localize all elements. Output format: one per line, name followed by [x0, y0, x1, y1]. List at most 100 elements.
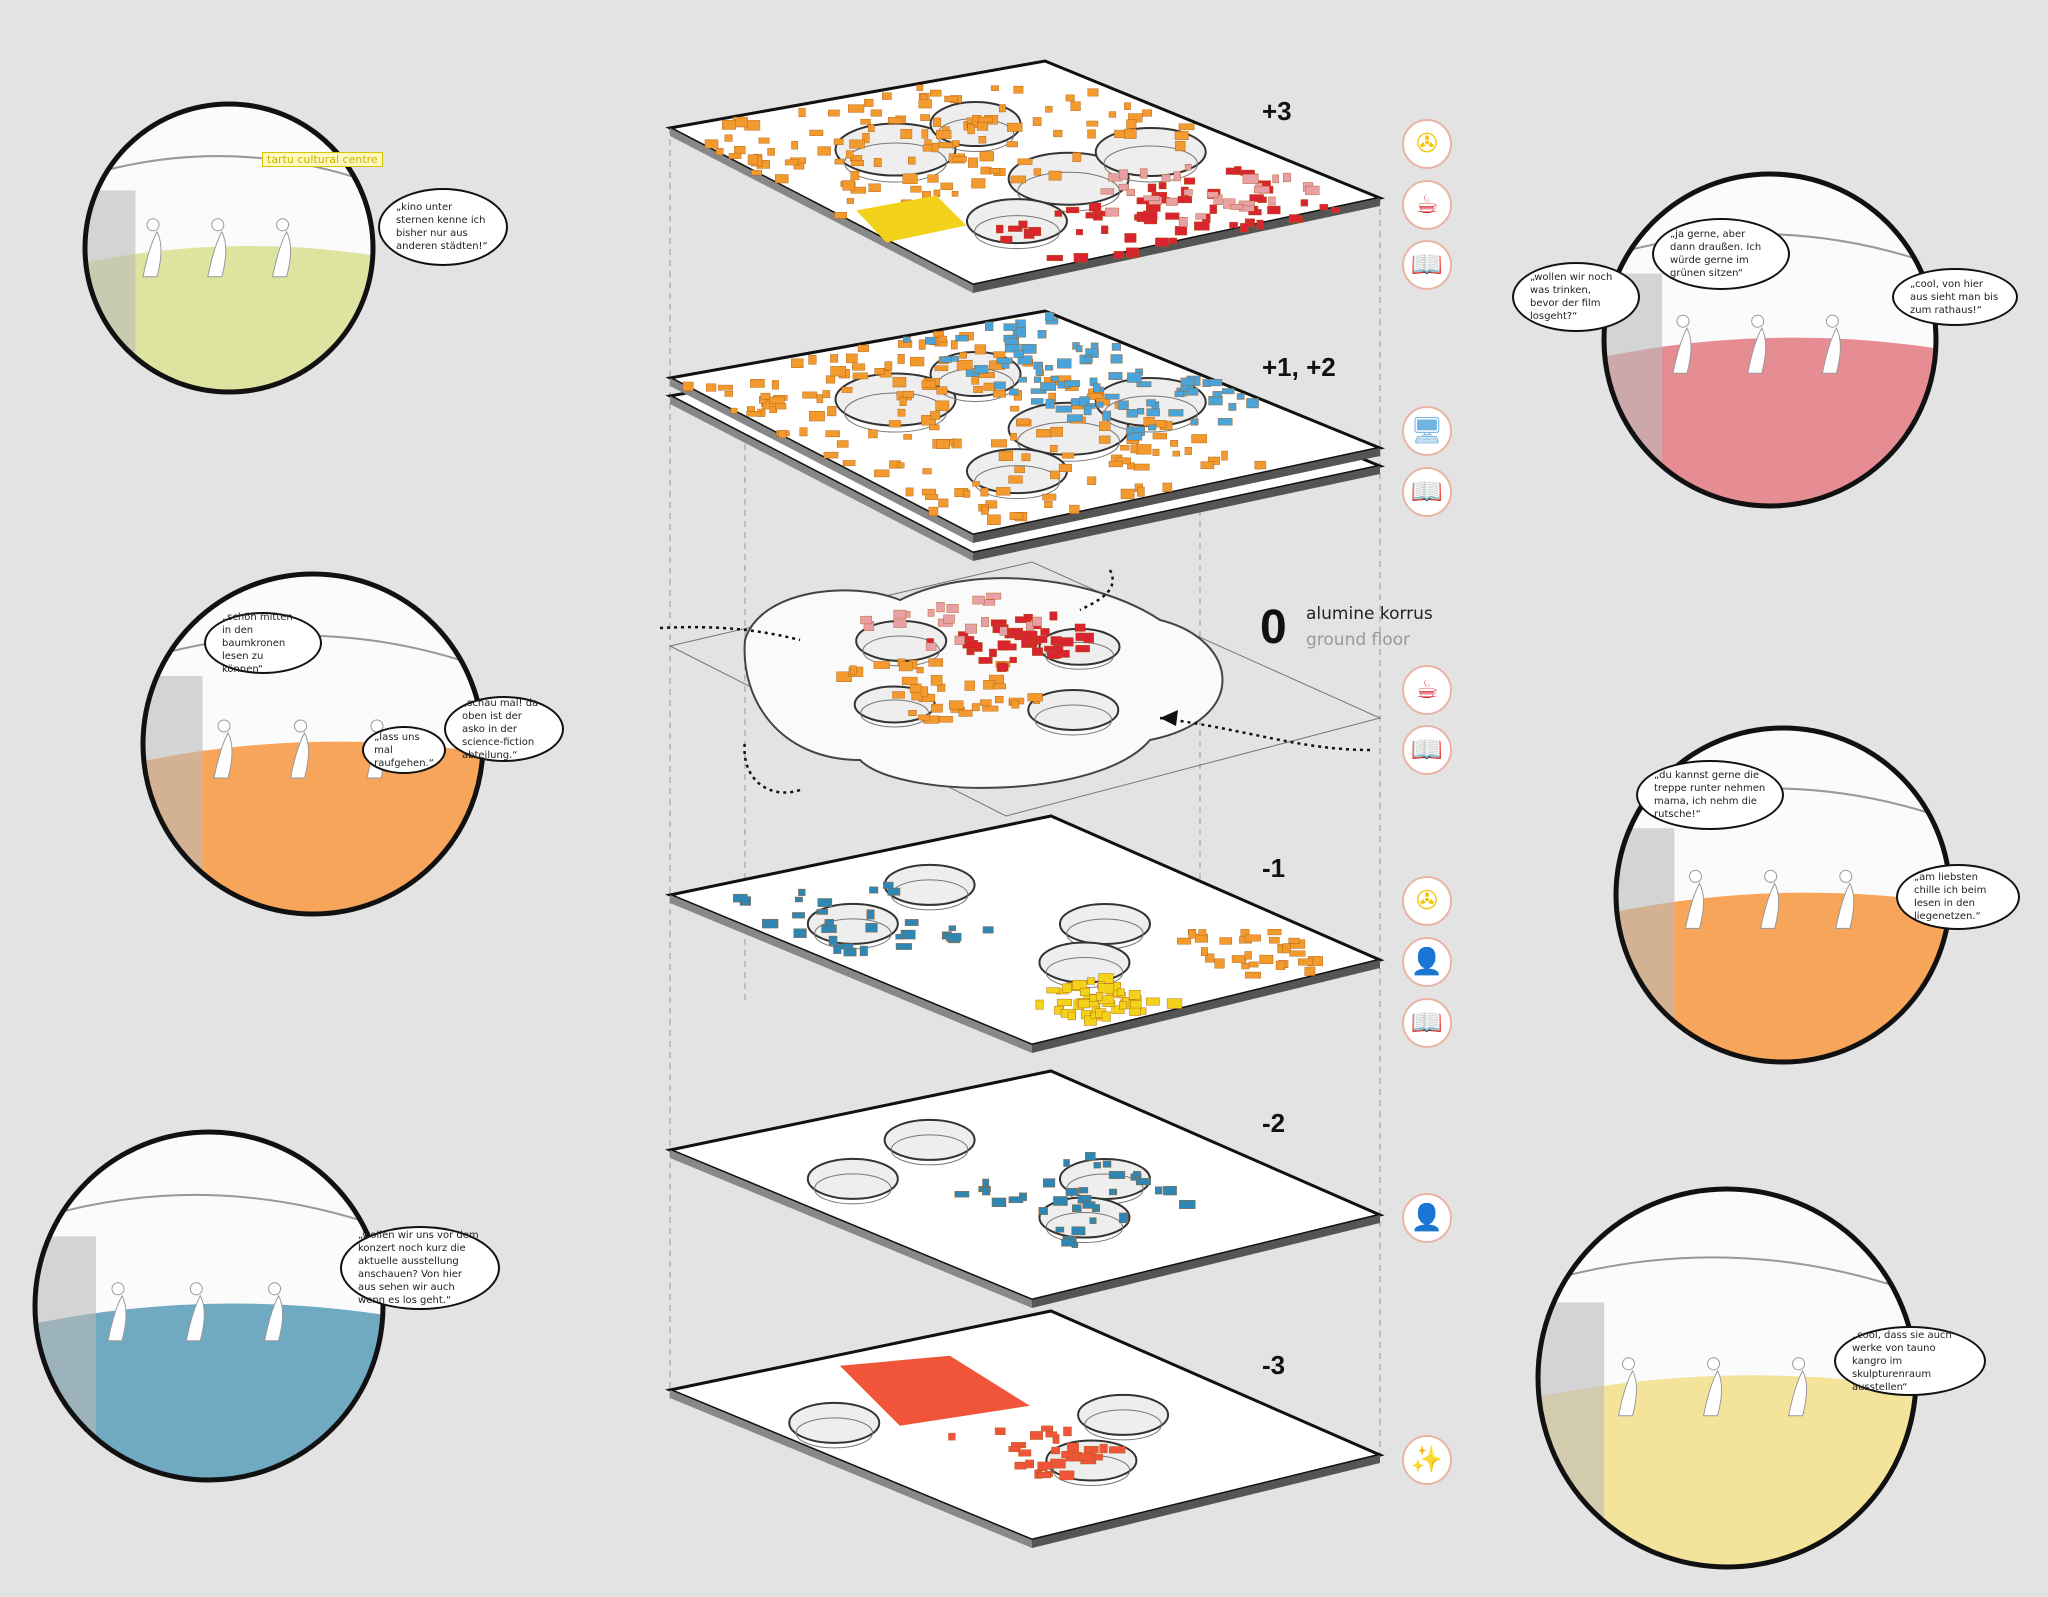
- shelf-block: [704, 139, 719, 149]
- floor-plate-minus1-edge: [670, 895, 1032, 1053]
- shelf-block: [1010, 405, 1020, 412]
- shelf-block: [989, 167, 1001, 174]
- cafe-seat: [1184, 164, 1192, 171]
- scene-wall: [35, 1236, 96, 1446]
- floor-plate-minus2-edge: [670, 1150, 1032, 1308]
- shelf-block: [1061, 452, 1075, 459]
- media-desk: [1190, 418, 1199, 426]
- shelf-block: [1178, 123, 1195, 131]
- exhibit-block: [793, 928, 807, 938]
- cafe-seat: [1158, 182, 1167, 190]
- shelf-block: [860, 118, 871, 125]
- shelf-block: [928, 506, 939, 517]
- shelf-block: [1170, 440, 1179, 447]
- shelf-block: [931, 703, 943, 713]
- shelf-block: [760, 392, 771, 400]
- exhibit-block: [817, 898, 833, 907]
- shelf-block: [722, 119, 736, 130]
- seat-block: [1041, 1425, 1054, 1432]
- shelf-block: [1120, 488, 1135, 500]
- cafe-seat: [1033, 635, 1048, 643]
- scene-floor: [1538, 1375, 1916, 1567]
- cafe-seat: [1195, 213, 1207, 220]
- shelf-block: [849, 139, 865, 149]
- media-desk: [1212, 391, 1222, 398]
- media-desk: [1174, 390, 1184, 398]
- shelf-block: [936, 439, 950, 450]
- shelf-block: [836, 440, 849, 448]
- shelf-block: [977, 116, 993, 123]
- exhibit-block: [798, 888, 806, 896]
- floor-subtitle-zero: ground floor: [1306, 630, 1411, 650]
- exhibit-block: [859, 945, 868, 957]
- shelf-block: [852, 363, 866, 371]
- media-desk: [1075, 345, 1083, 353]
- floor-label-zero: 0: [1260, 601, 1287, 654]
- exhibit-block: [821, 924, 837, 933]
- seat-block: [1059, 1470, 1075, 1481]
- shelf-block: [987, 514, 1001, 525]
- scene-floor: [85, 245, 373, 392]
- cinema-seat: [1097, 983, 1115, 994]
- cafe-seat: [1143, 195, 1160, 201]
- shelf-block: [828, 109, 840, 117]
- person-head: [1764, 869, 1778, 883]
- shelf-block: [842, 460, 856, 466]
- shelf-block: [902, 390, 915, 398]
- shelf-block: [930, 675, 943, 686]
- shelf-block: [1135, 444, 1152, 455]
- shelf-block: [1098, 435, 1111, 444]
- shelf-block: [920, 686, 928, 697]
- scene-floor: [1616, 892, 1950, 1062]
- shelf-block: [706, 383, 717, 392]
- floor-plate-minus2: [664, 1069, 1385, 1302]
- seat-block: [1078, 1452, 1093, 1461]
- person-figure: [1821, 327, 1841, 374]
- cafe-seat: [1085, 212, 1095, 219]
- shelf-block: [1099, 421, 1111, 431]
- shelf-block: [1244, 934, 1261, 942]
- shelf-block: [1205, 953, 1215, 963]
- shelf-block: [1108, 111, 1117, 118]
- cafe-seat: [1126, 247, 1139, 258]
- exhibit-block: [1109, 1188, 1117, 1196]
- media-desk: [973, 365, 989, 374]
- person-head: [1689, 869, 1702, 883]
- cafe-seat: [1100, 188, 1115, 195]
- shelf-block: [830, 366, 846, 377]
- media-desk: [985, 321, 994, 331]
- seat-block: [1036, 1472, 1051, 1479]
- seat-block: [1014, 1461, 1027, 1470]
- person-head: [189, 1282, 203, 1296]
- person-figure: [1747, 327, 1767, 374]
- seat-block: [1008, 1446, 1021, 1452]
- shelf-block: [1010, 433, 1017, 441]
- media-desk: [1057, 358, 1072, 369]
- shelf-block: [900, 129, 913, 140]
- media-desk: [1017, 355, 1033, 365]
- media-desk: [1035, 365, 1043, 376]
- shelf-block: [728, 153, 742, 159]
- media-desk: [1020, 343, 1037, 354]
- cinema-icon: ✇: [1402, 876, 1452, 926]
- media-desk: [1055, 405, 1073, 413]
- seat-block: [1051, 1446, 1060, 1455]
- cafe-seat: [1178, 217, 1188, 227]
- shelf-block: [998, 450, 1014, 461]
- shelf-block: [993, 351, 1006, 358]
- cafe-seat: [1040, 628, 1050, 636]
- atrium-void-inner: [860, 699, 930, 728]
- cafe-seat: [925, 642, 937, 651]
- cafe-seat: [999, 626, 1008, 636]
- exhibit-block: [824, 919, 834, 926]
- book-icon: 📖: [1402, 998, 1452, 1048]
- media-desk: [1180, 377, 1195, 386]
- cafe-seat: [1174, 226, 1188, 236]
- exhibit-block: [982, 1186, 991, 1196]
- shelf-block: [1013, 85, 1024, 94]
- exhibit-block: [1085, 1152, 1096, 1161]
- shelf-block: [927, 174, 939, 183]
- shelf-block: [939, 716, 953, 723]
- exhibit-block: [828, 935, 838, 946]
- shelf-block: [1048, 170, 1062, 181]
